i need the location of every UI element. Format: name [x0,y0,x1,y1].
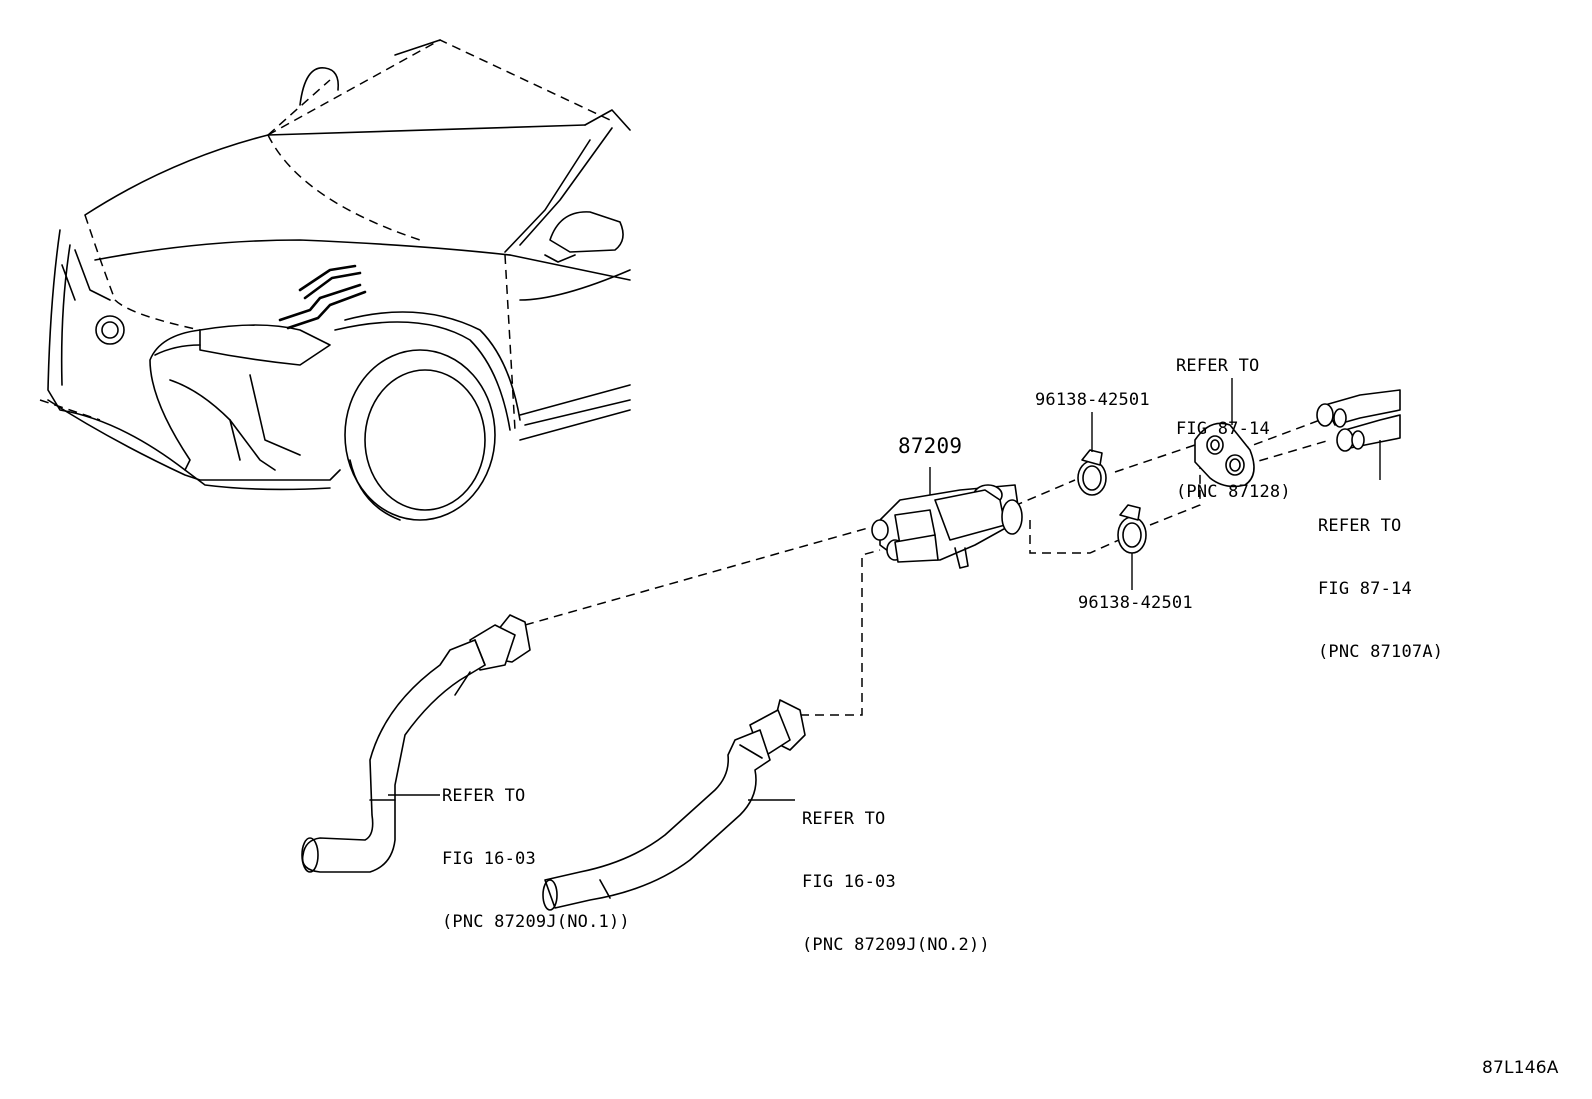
hose-clip-upper [1077,412,1107,496]
hose1-reference-line3: (PNC 87209J(NO.1)) [442,912,630,932]
pipe-reference-line1: REFER TO [1318,516,1402,536]
water-valve-87209 [871,467,1023,569]
hose1-reference[interactable]: REFER TO FIG 16-03 (PNC 87209J(NO.1)) [442,744,630,954]
grommet [1194,378,1255,488]
part-number-clip-lower[interactable]: 96138-42501 [1078,593,1193,613]
grommet-reference-line2: FIG 87-14 [1176,419,1270,439]
hose2-reference-line2: FIG 16-03 [802,872,896,892]
hose1-reference-line2: FIG 16-03 [442,849,536,869]
hose2-reference[interactable]: REFER TO FIG 16-03 (PNC 87209J(NO.2)) [802,767,990,977]
part-number-clip-upper[interactable]: 96138-42501 [1035,390,1150,410]
hose-clip-lower [1117,504,1147,590]
heater-pipes [1316,389,1401,480]
vehicle-illustration [39,39,631,521]
figure-id: 87L146A [1482,1058,1559,1078]
pipe-reference-line2: FIG 87-14 [1318,579,1412,599]
heater-hose-no1 [301,614,531,873]
grommet-reference-line1: REFER TO [1176,356,1260,376]
hose1-reference-line1: REFER TO [442,786,526,806]
pipe-reference-line3: (PNC 87107A) [1318,642,1444,662]
hose2-reference-line3: (PNC 87209J(NO.2)) [802,935,990,955]
grommet-reference-line3: (PNC 87128) [1176,482,1291,502]
part-number-87209[interactable]: 87209 [898,434,963,458]
grommet-reference[interactable]: REFER TO FIG 87-14 (PNC 87128) [1176,314,1291,524]
heater-hose-no2 [542,699,806,911]
hose2-reference-line1: REFER TO [802,809,886,829]
assembly-lines [524,419,1331,716]
pipe-reference[interactable]: REFER TO FIG 87-14 (PNC 87107A) [1318,474,1443,684]
